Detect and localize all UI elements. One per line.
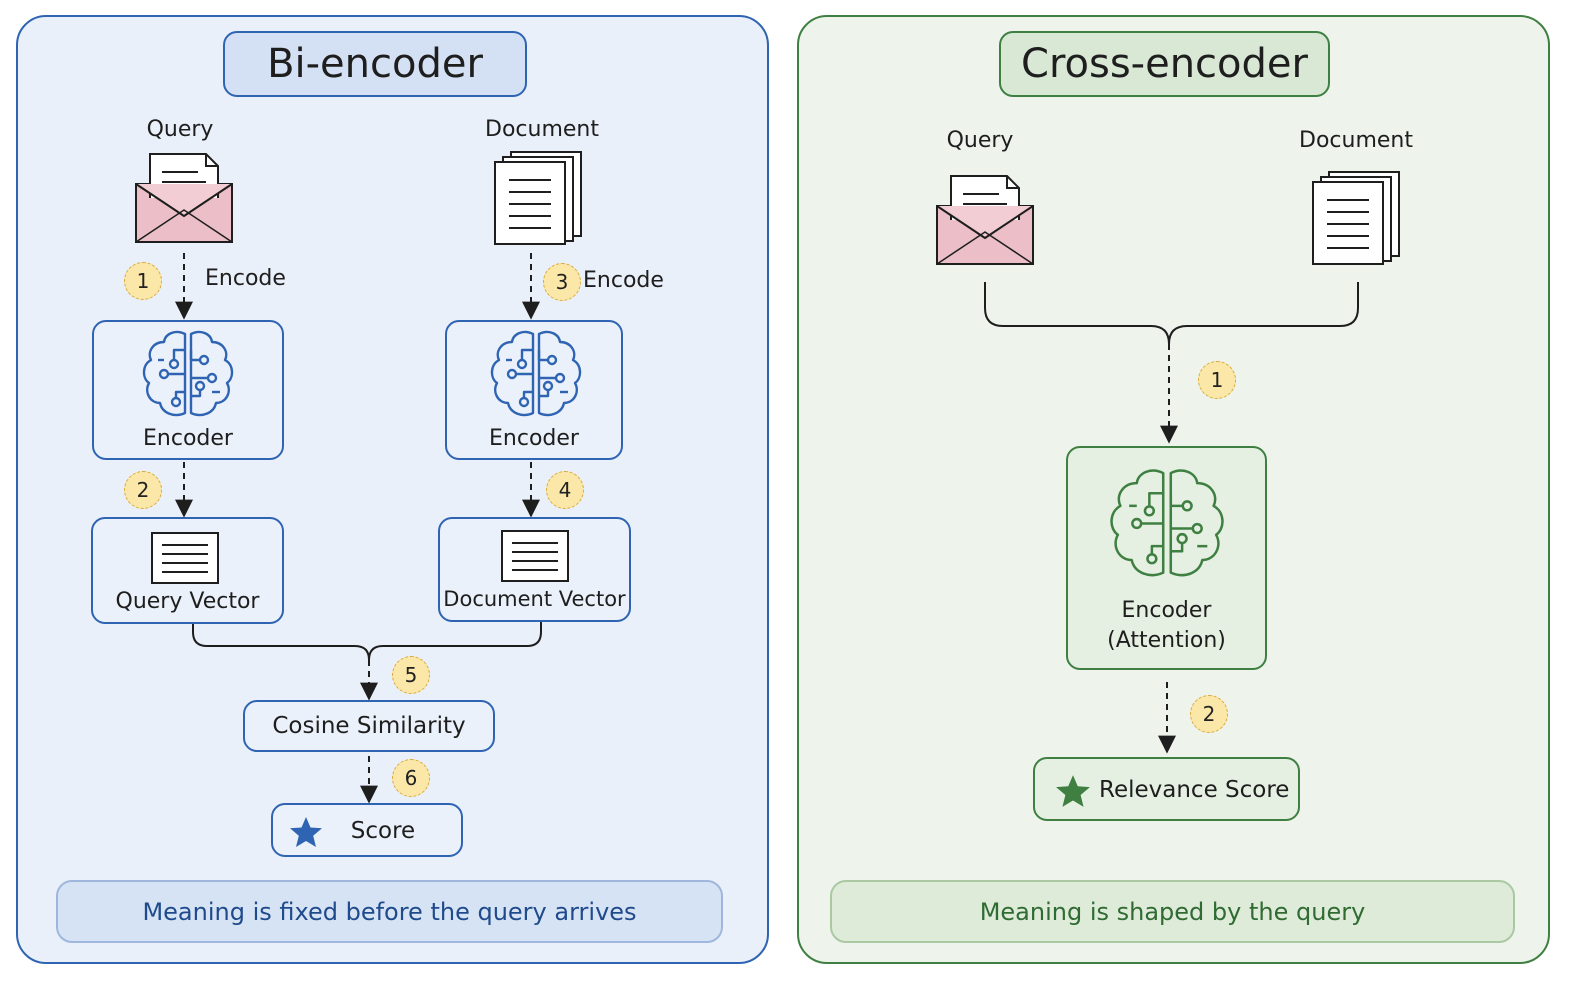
cross-encoder-footer: Meaning is shaped by the query [830,880,1515,943]
document-vector-label: Document Vector [443,587,626,611]
cross-encoder-label-line2: (Attention) [1107,628,1226,653]
bi-query-label: Query [146,117,214,142]
cross-query-label: Query [946,128,1014,153]
star-icon [290,817,322,847]
cross-encoder-label-line1: Encoder [1121,598,1212,623]
step-badge-2: 2 [124,471,162,509]
envelope-icon [936,175,1034,265]
step-badge-6: 6 [392,759,430,797]
query-vector-label: Query Vector [115,589,260,614]
encode-label: Encode [205,266,286,291]
step-badge-3: 3 [543,263,581,301]
cosine-similarity-label: Cosine Similarity [272,713,466,739]
bi-encoder-footer: Meaning is fixed before the query arrive… [56,880,723,943]
cross-encoder-box: Encoder (Attention) [1066,446,1267,670]
relevance-score-label: Relevance Score [1099,777,1290,803]
cross-step-badge-1: 1 [1198,361,1236,399]
step-badge-5: 5 [392,656,430,694]
vector-icon [151,532,219,584]
relevance-score-box: Relevance Score [1033,757,1300,821]
document-vector-box: Document Vector [438,517,631,622]
document-stack-icon [1312,171,1400,265]
query-vector-box: Query Vector [91,517,284,624]
cross-document-label: Document [1299,128,1413,153]
score-box: Score [271,803,463,857]
document-encoder-box: Encoder [445,320,623,460]
vector-icon [501,530,569,582]
cross-step-badge-2: 2 [1190,695,1228,733]
brain-circuit-icon [1110,469,1224,577]
step-badge-4: 4 [546,471,584,509]
bi-document-label: Document [485,117,599,142]
document-stack-icon [494,151,582,245]
step-badge-1: 1 [124,262,162,300]
bi-encoder-title: Bi-encoder [223,31,527,97]
star-icon [1056,775,1090,807]
score-label: Score [350,818,416,844]
envelope-icon [135,153,233,243]
encoder-label: Encoder [143,426,233,451]
brain-circuit-icon [142,330,234,417]
encode-label: Encode [583,268,664,293]
query-encoder-box: Encoder [92,320,284,460]
cosine-similarity-box: Cosine Similarity [243,700,495,752]
cross-encoder-title: Cross-encoder [999,31,1330,97]
brain-circuit-icon [490,330,582,417]
encoder-label: Encoder [489,426,579,451]
